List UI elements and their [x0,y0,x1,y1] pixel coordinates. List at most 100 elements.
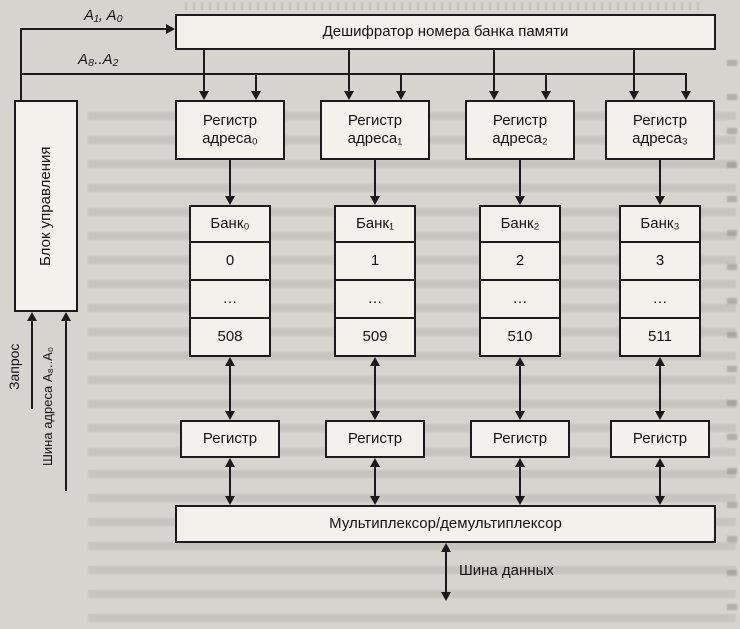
control-unit-label: Блок управления [37,146,54,266]
arrowhead-request [27,312,37,321]
arrowhead-a8a2-drop-0 [251,91,261,100]
bank-reg-line-3 [659,365,661,412]
register-address-line2: адреса₃ [632,130,688,147]
arrowhead-decoder-drop-2 [489,91,499,100]
arrowhead-bank-reg-up-2 [515,357,525,366]
arrowhead-data-bus-up [441,543,451,552]
decoder-drop-line-0 [203,50,205,92]
bank-title: Банк₁ [355,215,395,232]
bank-reg-line-1 [374,365,376,412]
arrowhead-bank-reg-down-1 [370,411,380,420]
regaddr-bank-line-1 [374,160,376,197]
arrowhead-regaddr-bank-2 [515,196,525,205]
register-address-box-3: Регистр адреса₃ [605,100,715,160]
bank-cell: … [336,279,414,317]
regaddr-bank-line-3 [659,160,661,197]
bank-cell: 510 [481,317,559,355]
arrowhead-reg-mux-down-3 [655,496,665,505]
a1a0-label: A₁, A₀ [84,7,123,24]
bank-reg-line-2 [519,365,521,412]
data-bus-line [445,551,447,593]
regaddr-bank-line-0 [229,160,231,197]
mux-box: Мультиплексор/демультиплексор [175,505,716,543]
request-label: Запрос [6,343,22,391]
arrowhead-data-bus-down [441,592,451,601]
arrowhead-reg-mux-up-2 [515,458,525,467]
request-line [31,320,33,409]
register-address-box-1: Регистр адреса₁ [320,100,430,160]
decoder-label: Дешифратор номера банка памяти [322,23,569,40]
bank-box-0: Банк₀ 0 … 508 [189,205,271,357]
arrowhead-reg-mux-up-0 [225,458,235,467]
bank-cell: 3 [621,241,699,279]
arrowhead-bank-reg-down-0 [225,411,235,420]
a8a2-drop-line-2 [545,73,547,92]
arrowhead-address-bus [61,312,71,321]
arrowhead-regaddr-bank-0 [225,196,235,205]
register-address-box-0: Регистр адреса₀ [175,100,285,160]
bank-box-1: Банк₁ 1 … 509 [334,205,416,357]
bank-reg-line-0 [229,365,231,412]
regaddr-bank-line-2 [519,160,521,197]
bank-cell: 511 [621,317,699,355]
arrowhead-reg-mux-down-1 [370,496,380,505]
arrowhead-reg-mux-down-2 [515,496,525,505]
decoder-drop-line-1 [348,50,350,92]
register-box-3: Регистр [610,420,710,458]
arrowhead-decoder-drop-1 [344,91,354,100]
register-box-0: Регистр [180,420,280,458]
register-address-line1: Регистр [492,112,548,129]
reg-mux-line-1 [374,466,376,497]
bank-cell: … [621,279,699,317]
bank-cell: 509 [336,317,414,355]
arrowhead-regaddr-bank-3 [655,196,665,205]
address-bus-line [65,320,67,491]
register-box-2: Регистр [470,420,570,458]
a8a2-label: A₈..A₂ [78,51,119,68]
register-address-line2: адреса₂ [492,130,548,147]
data-bus-label: Шина данных [459,562,554,579]
bank-cell: … [191,279,269,317]
bank-title: Банк₀ [210,215,250,232]
bank-title: Банк₂ [500,215,540,232]
bank-cell: 508 [191,317,269,355]
arrowhead-bank-reg-down-3 [655,411,665,420]
register-box-1: Регистр [325,420,425,458]
bank-cell: … [481,279,559,317]
arrowhead-bank-reg-up-3 [655,357,665,366]
arrowhead-bank-reg-down-2 [515,411,525,420]
arrowhead-regaddr-bank-1 [370,196,380,205]
page-bleed-through [185,2,705,10]
reg-mux-line-2 [519,466,521,497]
arrowhead-reg-mux-up-1 [370,458,380,467]
arrowhead-bank-reg-up-0 [225,357,235,366]
register-address-line1: Регистр [632,112,688,129]
a8a2-drop-line-0 [255,73,257,92]
control-unit-box: Блок управления [14,100,78,312]
arrowhead-decoder-drop-3 [629,91,639,100]
decoder-drop-line-3 [633,50,635,92]
a8a2-line [20,73,687,75]
a8a2-drop-line-3 [685,73,687,92]
a8a2-drop-line-1 [400,73,402,92]
control-output-riser-line [20,28,22,100]
arrowhead-a8a2-drop-1 [396,91,406,100]
bank-cell: 2 [481,241,559,279]
arrowhead-decoder-drop-0 [199,91,209,100]
page-bleed-through [88,470,736,622]
bank-cell: 0 [191,241,269,279]
reg-mux-line-0 [229,466,231,497]
bank-box-2: Банк₂ 2 … 510 [479,205,561,357]
arrowhead-reg-mux-up-3 [655,458,665,467]
decoder-drop-line-2 [493,50,495,92]
register-address-line1: Регистр [202,112,258,129]
arrowhead-reg-mux-down-0 [225,496,235,505]
mux-label: Мультиплексор/демультиплексор [329,515,562,532]
page-bleed-through [727,60,737,620]
register-address-line2: адреса₁ [347,130,403,147]
arrowhead-into-decoder [166,24,175,34]
bank-box-3: Банк₃ 3 … 511 [619,205,701,357]
decoder-box: Дешифратор номера банка памяти [175,14,716,50]
reg-mux-line-3 [659,466,661,497]
